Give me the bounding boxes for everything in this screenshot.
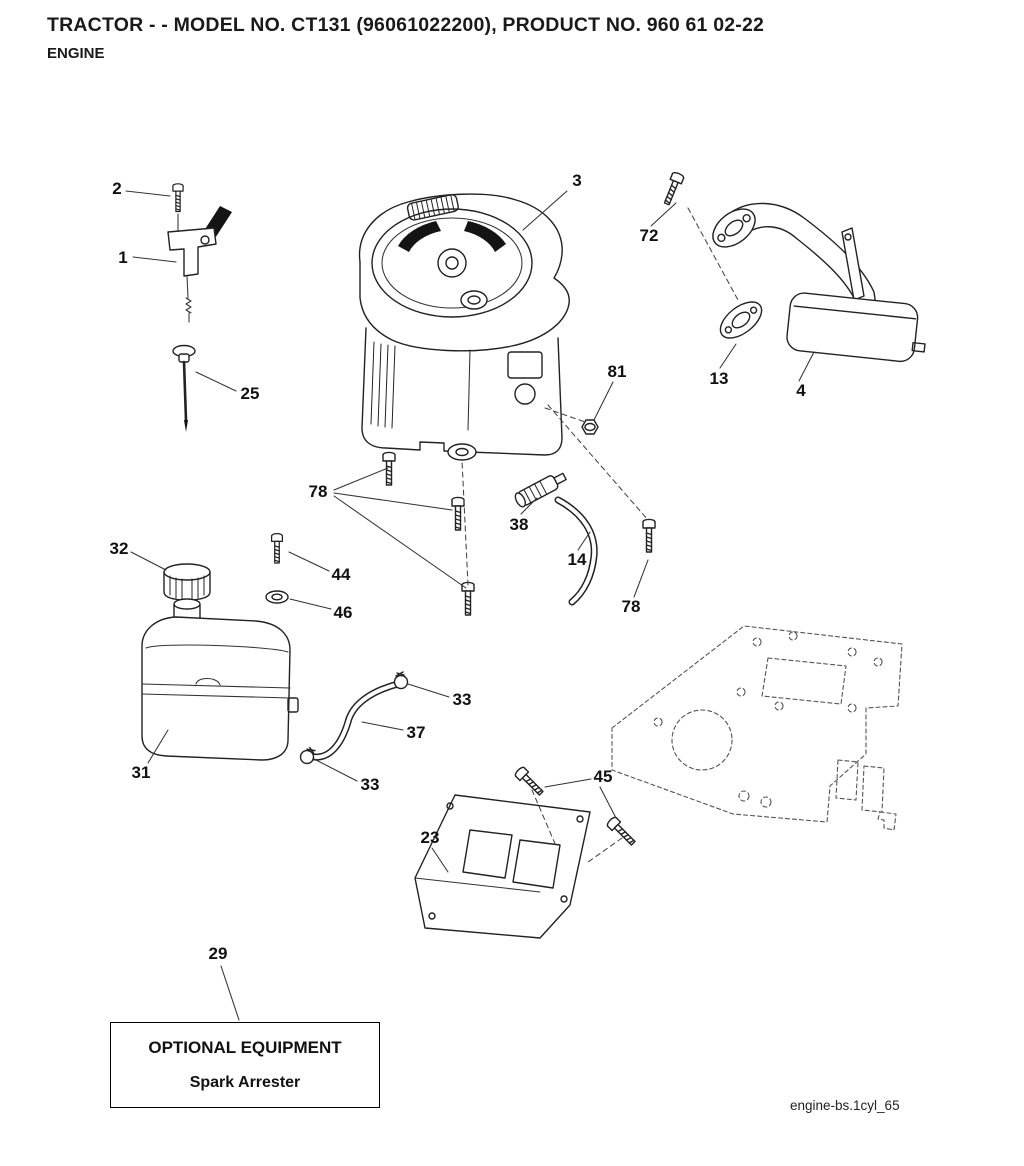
oil-fill-cap [460,290,488,310]
callout-46: 46 [333,603,353,622]
dipstick [172,344,196,432]
assembly-axis-lines [461,207,739,863]
fuel-line [297,671,409,767]
callout-37: 37 [406,723,426,742]
callout-72: 72 [639,226,659,245]
air-grille [406,194,459,221]
callout-23: 23 [420,828,440,847]
drain-hose [554,496,598,606]
diagram-code: engine-bs.1cyl_65 [790,1098,900,1113]
callout-3: 3 [572,171,582,190]
callout-13: 13 [709,369,729,388]
callout-78-b: 78 [621,597,641,616]
muffler-assembly [712,202,926,363]
leader-lines [125,190,815,1021]
spark-arrester-label: Spark Arrester [189,1073,301,1091]
page-header: TRACTOR - - MODEL NO. CT131 (96061022200… [47,14,997,62]
callout-29: 29 [208,944,228,963]
fuel-cap [163,563,211,601]
callout-44: 44 [331,565,351,584]
washer-46 [265,590,289,604]
muffler-body [786,292,926,363]
page-title: TRACTOR - - MODEL NO. CT131 (96061022200… [47,14,765,36]
callout-81: 81 [607,362,627,381]
engine-assembly [358,193,570,461]
heat-shield [414,794,591,939]
drain-valve [514,472,567,508]
callout-33-b: 33 [360,775,380,794]
exhaust-flange [712,208,756,248]
recoil-starter [371,208,533,318]
exhaust-gasket [719,301,763,339]
nut-81 [581,419,599,435]
callout-78-a: 78 [308,482,328,501]
fuel-tank [141,598,299,761]
callout-38: 38 [509,515,529,534]
callout-1: 1 [118,248,128,267]
callout-25: 25 [240,384,260,403]
chassis-frame [611,625,903,831]
throttle-control [167,183,232,323]
page-subtitle: ENGINE [47,45,105,62]
callout-4: 4 [796,381,806,400]
muffler-bolt-72 [660,170,686,207]
callout-45: 45 [593,767,613,786]
callout-14: 14 [567,550,587,569]
optional-equipment-box: OPTIONAL EQUIPMENT Spark Arrester [110,1022,380,1108]
tank-bolt-44 [270,533,284,564]
callout-2: 2 [112,179,122,198]
callout-31: 31 [131,763,151,782]
callout-32: 32 [109,539,129,558]
callout-33-a: 33 [452,690,472,709]
optional-equipment-title: OPTIONAL EQUIPMENT [148,1038,342,1058]
